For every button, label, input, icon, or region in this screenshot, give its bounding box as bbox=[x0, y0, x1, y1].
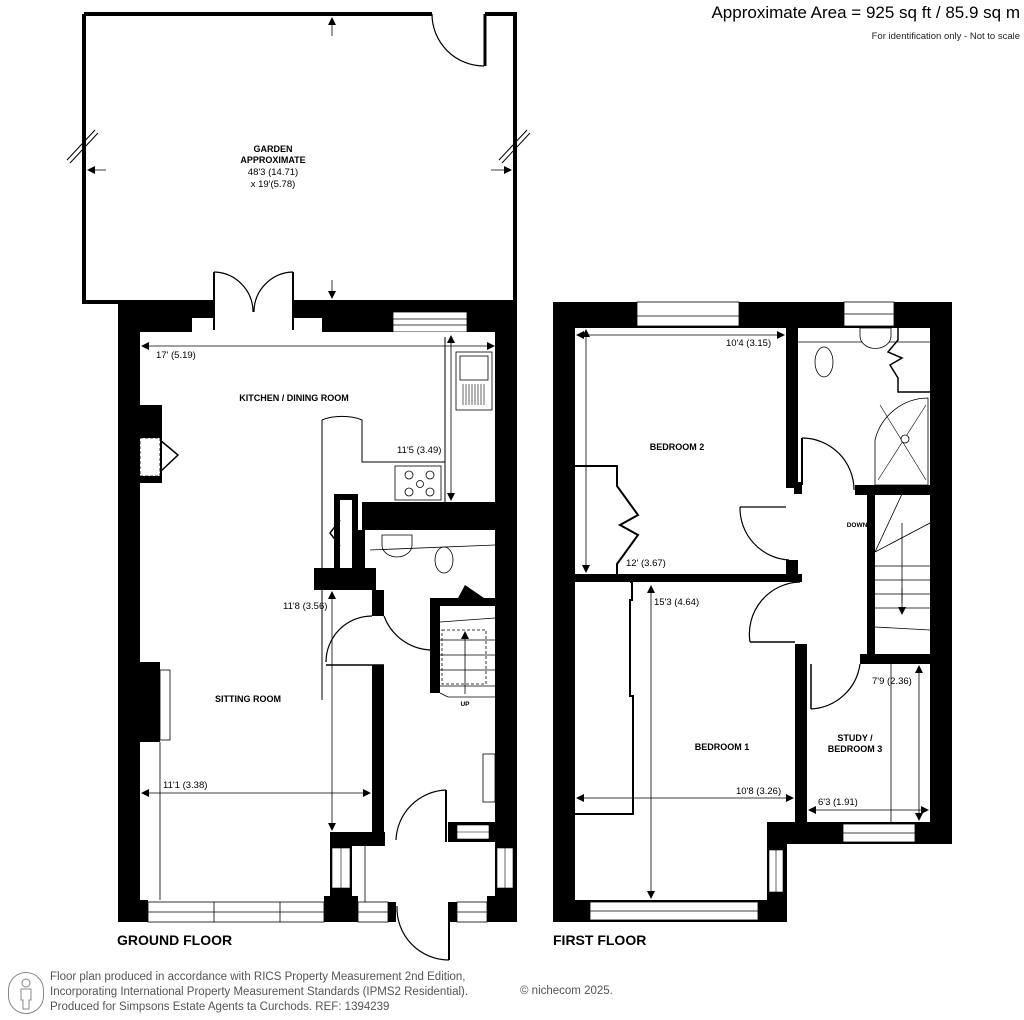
study-depth-dim: 7'9 (2.36) bbox=[872, 676, 912, 687]
first-floor-label: FIRST FLOOR bbox=[553, 932, 646, 948]
copyright: © nichecom 2025. bbox=[520, 985, 613, 997]
area-header: Approximate Area = 925 sq ft / 85.9 sq m… bbox=[711, 2, 1020, 42]
stairs-up-label: UP bbox=[460, 701, 470, 708]
ground-floor-label: GROUND FLOOR bbox=[117, 932, 232, 948]
sitting-depth-dim: 11'8 (3.56) bbox=[283, 601, 327, 612]
bedroom1-depth-dim: 15'3 (4.64) bbox=[654, 597, 699, 608]
bedroom1-label: BEDROOM 1 bbox=[695, 742, 750, 752]
kitchen-depth-dim: 11'5 (3.49) bbox=[397, 445, 441, 456]
disclaimer: For identification only - Not to scale bbox=[871, 31, 1020, 42]
bedroom2-width-dim: 10'4 (3.15) bbox=[726, 338, 771, 349]
first-floor-plan: DOWN 10'4 (3.15) BEDROOM 2 12' (3.67) 15… bbox=[553, 301, 952, 922]
study-label-1: STUDY / bbox=[837, 733, 873, 743]
person-icon bbox=[8, 972, 44, 1014]
garden-dim-1: 48'3 (14.71) bbox=[248, 167, 298, 178]
sitting-width-dim: 11'1 (3.38) bbox=[163, 780, 207, 791]
footer: Floor plan produced in accordance with R… bbox=[8, 970, 628, 1018]
footer-line-2: Incorporating International Property Mea… bbox=[50, 986, 469, 998]
garden-subtitle: APPROXIMATE bbox=[240, 155, 305, 165]
stairs-down-label: DOWN bbox=[847, 522, 868, 529]
footer-line-3: Produced for Simpsons Estate Agents ta C… bbox=[50, 1001, 390, 1013]
footer-line-1: Floor plan produced in accordance with R… bbox=[50, 971, 466, 983]
bedroom1-width-dim: 10'8 (3.26) bbox=[736, 786, 781, 797]
kitchen-width-dim: 17' (5.19) bbox=[156, 350, 196, 361]
sitting-room-label: SITTING ROOM bbox=[215, 694, 281, 704]
garden-area: GARDEN APPROXIMATE 48'3 (14.71) x 19'(5.… bbox=[66, 12, 531, 304]
bedroom2-label: BEDROOM 2 bbox=[650, 442, 705, 452]
ground-floor-plan: UP bbox=[118, 271, 517, 961]
kitchen-label: KITCHEN / DINING ROOM bbox=[239, 393, 349, 403]
footer-text: Floor plan produced in accordance with R… bbox=[50, 970, 468, 1015]
approximate-area: Approximate Area = 925 sq ft / 85.9 sq m bbox=[711, 3, 1020, 22]
garden-title: GARDEN bbox=[253, 144, 292, 154]
garden-dim-2: x 19'(5.78) bbox=[251, 179, 296, 190]
bedroom2-depth-dim: 12' (3.67) bbox=[626, 558, 666, 569]
study-width-dim: 6'3 (1.91) bbox=[818, 797, 858, 808]
study-label-2: BEDROOM 3 bbox=[828, 744, 883, 754]
